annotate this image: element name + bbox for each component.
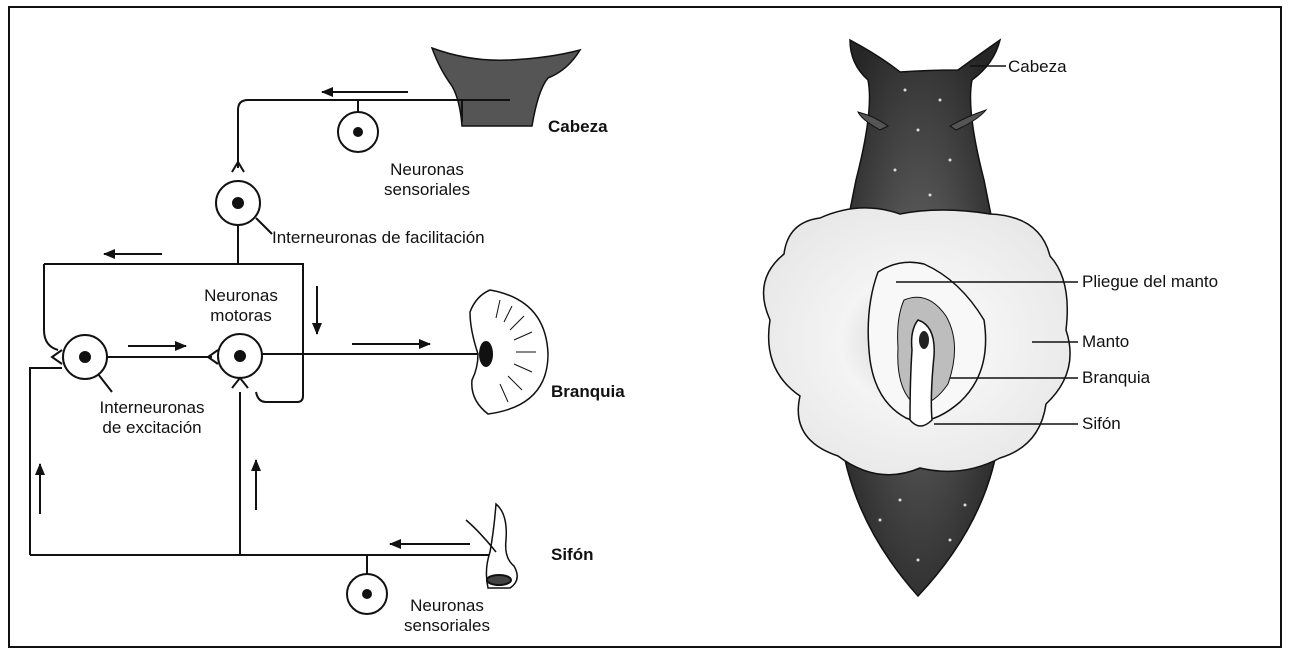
label-anatomy-sifon: Sifón xyxy=(1082,414,1121,434)
siphon-tip xyxy=(919,331,929,349)
label-sifon-circuit: Sifón xyxy=(551,545,594,565)
label-sensory-bottom-line2: sensoriales xyxy=(392,616,502,636)
motor-synapse-bottom xyxy=(232,378,248,388)
facilitation-interneuron-nucleus xyxy=(233,198,243,208)
label-anatomy-cabeza: Cabeza xyxy=(1008,57,1067,77)
motor-neuron-nucleus xyxy=(235,351,245,361)
sensory-neuron-top-nucleus xyxy=(354,128,362,136)
label-cabeza-circuit: Cabeza xyxy=(548,117,608,137)
label-sensory-bottom-line1: Neuronas xyxy=(392,596,502,616)
label-motor-neurons: Neuronas motoras xyxy=(186,286,296,326)
loop-left-branch xyxy=(44,264,58,350)
label-facilitation-interneurons: Interneuronas de facilitación xyxy=(272,228,485,248)
siphon-opening xyxy=(487,575,511,585)
facilitation-loop xyxy=(44,264,303,402)
excitation-synapse-left xyxy=(52,350,62,364)
siphon-nerve xyxy=(466,520,496,552)
label-excitation-interneurons: Interneuronas de excitación xyxy=(82,398,222,438)
label-excitation-line2: de excitación xyxy=(82,418,222,438)
neural-circuit-diagram xyxy=(30,48,580,614)
label-motor-line1: Neuronas xyxy=(186,286,296,306)
label-sensory-top-line2: sensoriales xyxy=(372,180,482,200)
label-anatomy-manto: Manto xyxy=(1082,332,1129,352)
label-branquia-circuit: Branquia xyxy=(551,382,625,402)
facilitation-label-pointer xyxy=(256,218,272,234)
label-sensory-top-line1: Neuronas xyxy=(372,160,482,180)
label-anatomy-pliegue: Pliegue del manto xyxy=(1082,272,1218,292)
excitation-interneuron-nucleus xyxy=(80,352,90,362)
excitation-label-pointer xyxy=(98,374,112,392)
aplysia-anatomy xyxy=(764,40,1078,596)
excitation-input-line xyxy=(30,368,62,555)
gill-nerve-ending xyxy=(480,342,492,366)
figure-border xyxy=(9,7,1281,647)
label-excitation-line1: Interneuronas xyxy=(82,398,222,418)
head-drawing xyxy=(432,48,580,126)
label-motor-line2: motoras xyxy=(186,306,296,326)
motor-synapse-left xyxy=(208,350,218,364)
label-sensory-neurons-top: Neuronas sensoriales xyxy=(372,160,482,200)
sensory-neuron-bottom-nucleus xyxy=(363,590,371,598)
label-sensory-neurons-bottom: Neuronas sensoriales xyxy=(392,596,502,636)
label-anatomy-branquia: Branquia xyxy=(1082,368,1150,388)
